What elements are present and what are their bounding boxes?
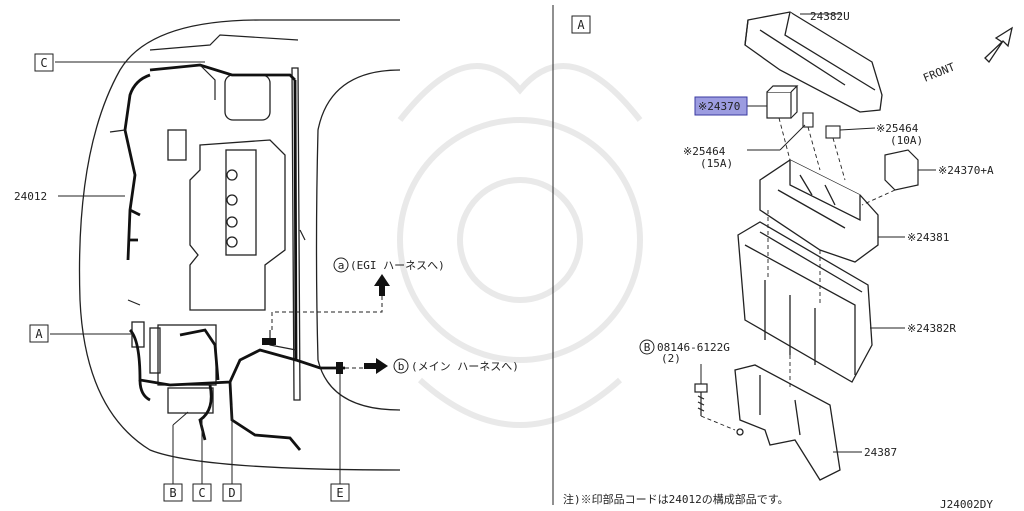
bracket-24387 bbox=[734, 364, 841, 481]
wiring-thin bbox=[109, 34, 306, 351]
highlight-24370 bbox=[694, 96, 748, 116]
arrow-to-main-harness bbox=[364, 358, 388, 374]
engine-bay-outline bbox=[78, 19, 401, 471]
front-indicator: FRONT bbox=[921, 26, 1013, 85]
part-number-24012[interactable]: 24012 bbox=[14, 190, 47, 203]
box-label-A-right: A bbox=[571, 15, 591, 34]
leader-lines-left bbox=[50, 61, 341, 484]
part-number-24382U[interactable]: 24382U bbox=[810, 10, 850, 23]
svg-text:a: a bbox=[338, 259, 345, 272]
fusebox-cover-24382U bbox=[744, 11, 883, 113]
part-number-25464-15A[interactable]: ※25464 bbox=[683, 145, 726, 158]
front-arrow-icon bbox=[984, 26, 1013, 64]
dashed-links bbox=[271, 295, 383, 369]
bolt-callout: B bbox=[639, 339, 655, 355]
part-number-24382R[interactable]: ※24382R bbox=[907, 322, 956, 335]
svg-text:(メイン ハーネスへ): (メイン ハーネスへ) bbox=[411, 360, 519, 373]
relay-24370-A bbox=[884, 149, 919, 191]
box-label-C-bottom: C bbox=[192, 483, 212, 502]
housing-24382R bbox=[737, 221, 873, 383]
ref-main-harness: b (メイン ハーネスへ) bbox=[393, 358, 519, 374]
svg-text:A: A bbox=[35, 327, 43, 341]
part-amp-10A: (10A) bbox=[890, 134, 923, 147]
footnote: 注)※印部品コードは24012の構成部品です。 bbox=[563, 492, 789, 506]
svg-text:C: C bbox=[198, 486, 205, 500]
box-label-D: D bbox=[222, 483, 242, 502]
fuse-10A bbox=[825, 125, 841, 139]
relay-24370 bbox=[766, 85, 799, 119]
part-number-25464-10A[interactable]: ※25464 bbox=[876, 122, 919, 135]
svg-text:C: C bbox=[40, 56, 47, 70]
bolt-quantity: (2) bbox=[661, 352, 681, 365]
diagram-code: J24002DY bbox=[940, 498, 993, 511]
arrow-to-egi-harness bbox=[374, 274, 390, 296]
svg-text:B: B bbox=[169, 486, 176, 500]
ref-egi-harness: a (EGI ハーネスへ) bbox=[333, 257, 445, 273]
part-number-24387[interactable]: 24387 bbox=[864, 446, 897, 459]
svg-text:b: b bbox=[398, 360, 405, 373]
svg-text:A: A bbox=[577, 18, 585, 32]
part-number-08146-6122G[interactable]: 08146-6122G bbox=[657, 341, 730, 354]
part-amp-15A: (15A) bbox=[700, 157, 733, 170]
wiring-harness-24012 bbox=[123, 63, 345, 451]
assembly-lines bbox=[700, 117, 896, 431]
box-label-B: B bbox=[163, 483, 183, 502]
svg-text:B: B bbox=[644, 341, 651, 354]
leader-lines-right bbox=[700, 13, 936, 453]
svg-text:E: E bbox=[336, 486, 343, 500]
svg-text:(EGI ハーネスへ): (EGI ハーネスへ) bbox=[350, 259, 445, 272]
part-number-24381[interactable]: ※24381 bbox=[907, 231, 949, 244]
bolt-08146-6122G bbox=[694, 383, 708, 416]
svg-text:D: D bbox=[228, 486, 235, 500]
svg-text:FRONT: FRONT bbox=[921, 60, 957, 85]
box-label-C-top: C bbox=[34, 53, 54, 72]
box-label-E: E bbox=[330, 483, 350, 502]
part-number-24370-A[interactable]: ※24370+A bbox=[938, 164, 994, 177]
part-number-24370[interactable]: ※24370 bbox=[698, 100, 740, 113]
fuse-block-24381 bbox=[759, 159, 879, 263]
box-label-A-left: A bbox=[29, 324, 49, 343]
watermark-left bbox=[397, 63, 643, 428]
connector-marks bbox=[262, 338, 343, 374]
